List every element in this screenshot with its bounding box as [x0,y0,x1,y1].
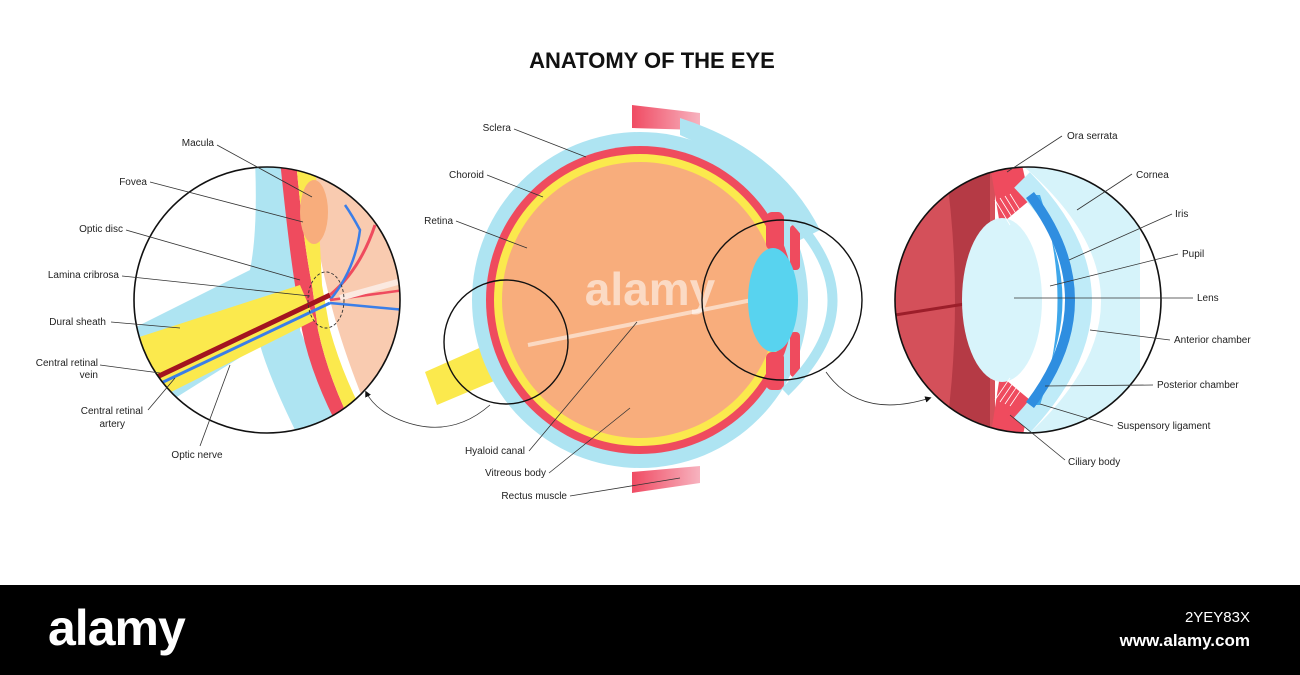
label-central-retinal-artery-1: Central retinal [81,406,143,417]
label-cornea: Cornea [1136,170,1169,181]
iris-bottom [790,332,800,377]
arrow-to-right-detail [825,371,932,406]
zoom-ring-nerve [443,279,569,405]
label-optic-nerve: Optic nerve [171,450,223,461]
ciliary-body-bottom [766,352,784,390]
iris-detail [1030,195,1063,405]
label-vitreous-body: Vitreous body [485,468,546,479]
label-hyaloid-canal: Hyaloid canal [465,446,525,457]
main-eye: alamy [425,105,838,493]
lens-main [748,248,798,352]
label-optic-disc: Optic disc [79,224,123,235]
hyaloid-canal [527,298,753,347]
label-anterior-chamber: Anterior chamber [1174,335,1251,346]
iris-top [790,225,800,270]
label-iris: Iris [1175,209,1188,220]
label-central-retinal-vein-2: vein [80,370,98,381]
lens-detail [962,218,1042,382]
label-lamina-cribrosa: Lamina cribrosa [48,270,120,281]
vitreous-body [502,162,778,438]
label-rectus-muscle: Rectus muscle [501,491,567,502]
zoom-ring-front [701,219,863,381]
alamy-logo: alamy [48,600,186,656]
macula-bump [300,180,328,244]
label-suspensory-ligament: Suspensory ligament [1117,421,1211,432]
label-choroid: Choroid [449,170,484,181]
label-pupil: Pupil [1182,249,1204,260]
eye-anatomy-diagram: ANATOMY OF THE EYE alamy [36,48,1252,502]
label-fovea: Fovea [119,177,147,188]
optic-nerve-detail-border [133,166,401,434]
central-retinal-vein [138,292,332,388]
label-ciliary-body: Ciliary body [1068,457,1120,468]
arrow-to-left-detail [365,390,491,428]
leader-lines [99,128,1193,497]
site-url: www.alamy.com [1119,631,1250,650]
central-retinal-artery [139,301,331,395]
label-retina: Retina [424,216,453,227]
diagram-title: ANATOMY OF THE EYE [529,48,775,73]
anterior-eye-detail-border [894,166,1162,434]
anterior-eye-detail [895,167,1161,433]
label-sclera: Sclera [483,123,512,134]
optic-nerve-detail [134,167,400,433]
label-lens: Lens [1197,293,1219,304]
image-id: 2YEY83X [1184,609,1250,626]
rectus-muscle-bottom [632,466,700,493]
watermark-text: alamy [585,263,716,315]
label-central-retinal-artery-2: artery [99,419,125,430]
label-central-retinal-vein-1: Central retinal [36,358,98,369]
ciliary-body-top [766,212,784,250]
ciliary-body-detail [990,167,1030,225]
label-ora-serrata: Ora serrata [1067,131,1118,142]
lamina-cribrosa-ring [307,271,345,329]
label-dural-sheath: Dural sheath [49,317,106,328]
label-posterior-chamber: Posterior chamber [1157,380,1239,391]
stock-footer: alamy 2YEY83X www.alamy.com [0,585,1300,675]
sclera-tendon [680,118,820,240]
cornea-main [781,206,838,396]
label-macula: Macula [182,138,215,149]
